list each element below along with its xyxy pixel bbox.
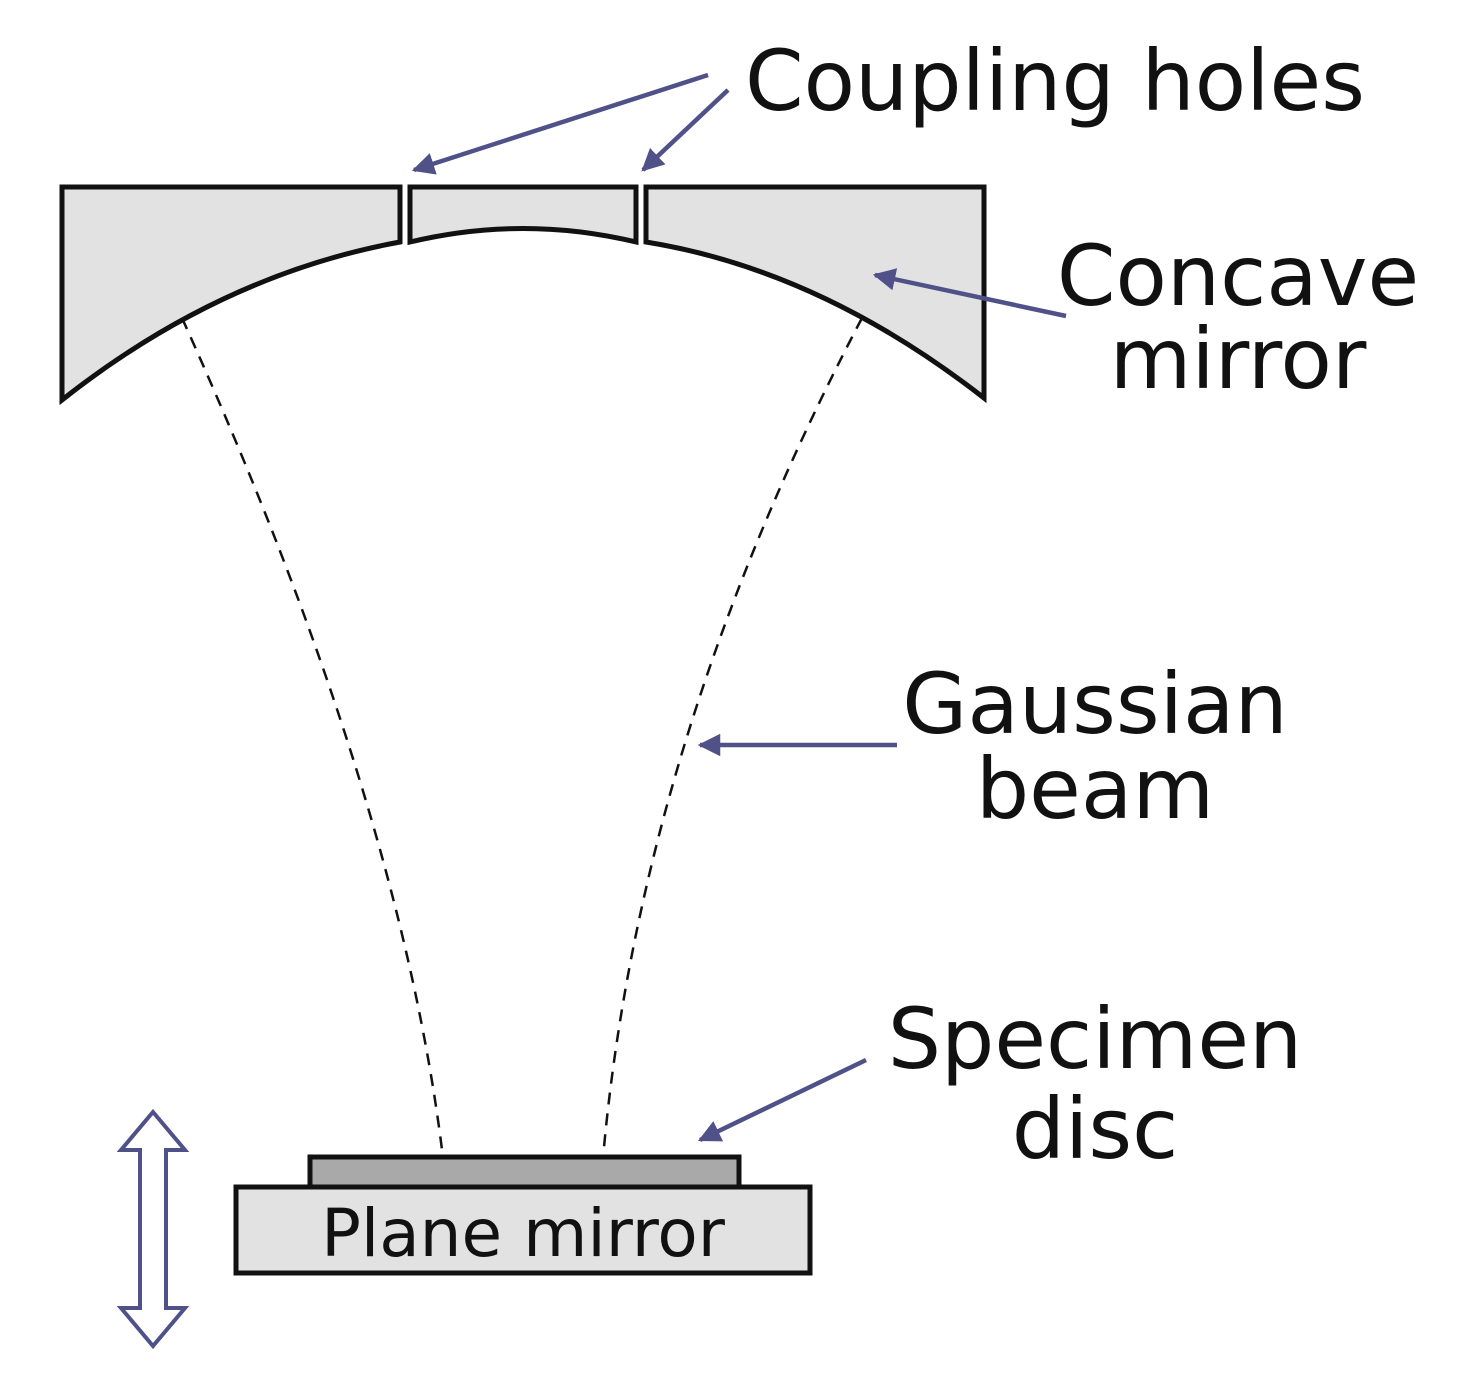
concave-mirror-label-line1: Concave bbox=[1057, 227, 1419, 325]
vertical-movement-double-arrow bbox=[116, 1108, 190, 1350]
gaussian-beam-label-line1: Gaussian bbox=[902, 655, 1287, 753]
plane-mirror bbox=[233, 1184, 813, 1276]
coupling-holes-label: Coupling holes bbox=[745, 32, 1365, 130]
concave-mirror-left-segment bbox=[59, 184, 403, 406]
concave-mirror-center-segment bbox=[407, 184, 639, 246]
specimen-disc-arrow bbox=[697, 1057, 867, 1143]
specimen-disc-label-line2: disc bbox=[1012, 1080, 1179, 1178]
plane-mirror-label: Plane mirror bbox=[321, 1195, 726, 1272]
gaussian-beam-right-edge bbox=[601, 317, 864, 1159]
gaussian-beam-label-line2: beam bbox=[976, 740, 1214, 838]
concave-mirror-arrow bbox=[872, 268, 1067, 319]
specimen-disc bbox=[307, 1154, 742, 1190]
coupling-hole-right-arrow bbox=[641, 88, 730, 172]
coupling-hole-left-arrow bbox=[411, 72, 709, 175]
concave-mirror-right-segment bbox=[643, 184, 987, 404]
gaussian-beam-left-edge bbox=[180, 317, 445, 1159]
specimen-disc-label-line1: Specimen bbox=[888, 990, 1303, 1088]
concave-mirror-label-line2: mirror bbox=[1110, 310, 1367, 408]
